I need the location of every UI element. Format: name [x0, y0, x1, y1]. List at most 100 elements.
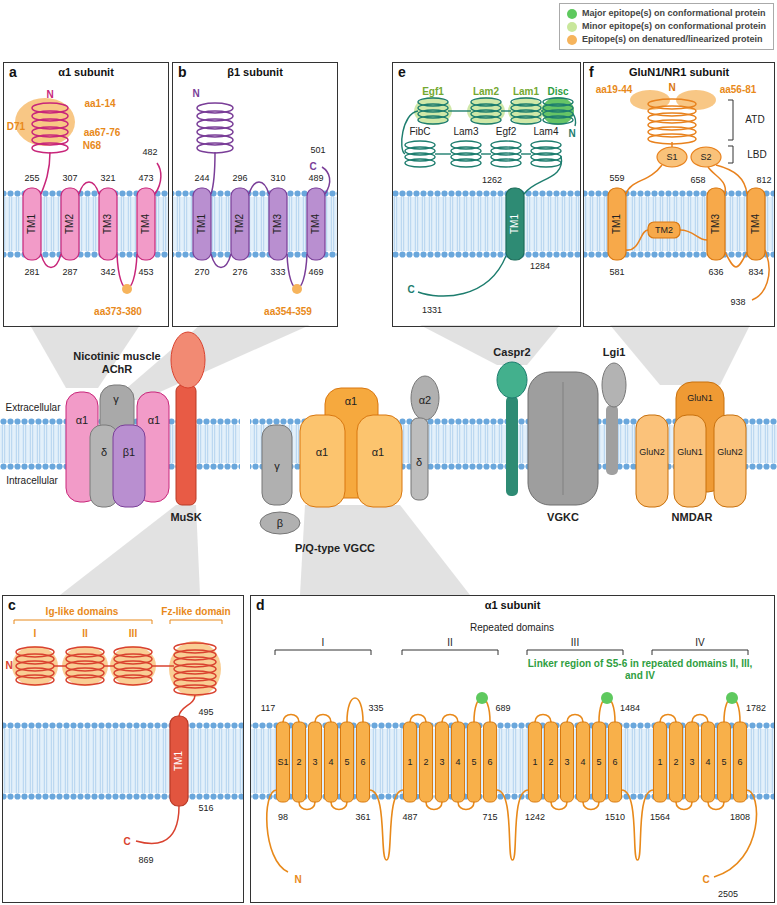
- part-label: C: [123, 836, 130, 848]
- panel-box: bβ1 subunit: [172, 62, 338, 327]
- part-label: 516: [198, 803, 213, 813]
- panel-title: β1 subunit: [173, 66, 337, 78]
- part-label: Ig-like domains: [46, 606, 119, 618]
- part-label: Intracellular: [6, 475, 58, 487]
- part-label: Lam3: [453, 126, 478, 138]
- legend-row: Major epitope(s) on conformational prote…: [567, 7, 766, 20]
- part-label: 244: [194, 173, 209, 183]
- part-label: 501: [310, 145, 325, 155]
- part-label: Extracellular: [5, 402, 60, 414]
- part-label: 1510: [605, 812, 625, 822]
- part-label: 98: [278, 812, 288, 822]
- part-label: Linker region of S5-6 in repeated domain…: [520, 658, 760, 681]
- part-label: 1242: [525, 812, 545, 822]
- part-label: Lam2: [473, 86, 499, 98]
- part-label: Repeated domains: [470, 622, 554, 634]
- part-label: 335: [368, 703, 383, 713]
- part-label: P/Q-type VGCC: [295, 542, 375, 555]
- part-label: 689: [495, 703, 510, 713]
- part-label: 5: [344, 757, 349, 767]
- part-label: N: [192, 88, 199, 100]
- part-label: 1484: [620, 703, 640, 713]
- part-label: γ: [113, 393, 119, 406]
- part-label: α1: [345, 395, 357, 408]
- part-label: 333: [270, 267, 285, 277]
- part-label: 307: [62, 173, 77, 183]
- legend-box: Major epitope(s) on conformational prote…: [559, 3, 774, 50]
- part-label: I: [34, 628, 37, 640]
- legend-row: Epitope(s) on denatured/linearized prote…: [567, 33, 766, 46]
- part-label: 1: [657, 757, 662, 767]
- part-label: 581: [609, 267, 624, 277]
- part-label: 287: [62, 267, 77, 277]
- part-label: ATD: [745, 114, 764, 126]
- part-label: MuSK: [170, 511, 201, 524]
- part-label: 6: [487, 757, 492, 767]
- segment-label: TM4: [140, 214, 152, 234]
- segment-label: TM4: [310, 214, 322, 234]
- part-label: 270: [194, 267, 209, 277]
- part-label: 636: [708, 267, 723, 277]
- part-label: aa67-76: [84, 127, 121, 139]
- part-label: 1: [407, 757, 412, 767]
- part-label: 658: [690, 175, 705, 185]
- part-label: GluN1: [677, 447, 703, 457]
- part-label: 1331: [422, 305, 442, 315]
- panel-title: α1 subunit: [4, 66, 168, 78]
- part-label: S1: [277, 757, 288, 767]
- part-label: Nicotinic muscle AChR: [72, 350, 162, 375]
- segment-label: TM1: [611, 214, 623, 234]
- part-label: 3: [439, 757, 444, 767]
- part-label: 715: [482, 812, 497, 822]
- part-label: aa354-359: [264, 306, 312, 318]
- part-label: 1: [532, 757, 537, 767]
- part-label: N: [46, 89, 53, 101]
- part-label: 869: [138, 855, 153, 865]
- part-label: 361: [355, 812, 370, 822]
- part-label: I: [322, 637, 325, 649]
- part-label: 812: [756, 175, 771, 185]
- part-label: 487: [402, 812, 417, 822]
- panel-letter: a: [9, 64, 17, 80]
- segment-label: TM2: [234, 214, 246, 234]
- panel-letter: c: [8, 597, 16, 613]
- part-label: 1782: [746, 703, 766, 713]
- part-label: 255: [24, 173, 39, 183]
- part-label: N: [5, 660, 12, 672]
- part-label: 6: [737, 757, 742, 767]
- part-label: Lgi1: [603, 346, 626, 359]
- part-label: 4: [328, 757, 333, 767]
- part-label: α1: [76, 414, 88, 427]
- panel-box: e: [392, 62, 581, 327]
- part-label: α1: [148, 414, 160, 427]
- legend-swatch: [567, 22, 577, 32]
- panel-letter: d: [256, 597, 265, 613]
- part-label: Disc: [547, 86, 568, 98]
- part-label: 310: [270, 173, 285, 183]
- part-label: S2: [700, 152, 711, 162]
- part-label: aa56-81: [720, 84, 757, 96]
- part-label: 6: [612, 757, 617, 767]
- part-label: 4: [580, 757, 585, 767]
- part-label: 321: [100, 173, 115, 183]
- part-label: aa373-380: [94, 306, 142, 318]
- part-label: 2: [423, 757, 428, 767]
- part-label: 5: [721, 757, 726, 767]
- part-label: S1: [666, 152, 677, 162]
- part-label: NMDAR: [672, 511, 713, 524]
- part-label: 482: [142, 147, 157, 157]
- part-label: C: [702, 874, 709, 886]
- part-label: β1: [123, 446, 135, 459]
- part-label: D71: [7, 121, 25, 133]
- part-label: 834: [748, 267, 763, 277]
- part-label: 342: [100, 267, 115, 277]
- panel-box: fGluN1/NR1 subunit: [583, 62, 775, 327]
- part-label: 559: [609, 173, 624, 183]
- part-label: 2: [673, 757, 678, 767]
- part-label: 469: [308, 267, 323, 277]
- segment-label: TM3: [272, 214, 284, 234]
- part-label: 1284: [530, 261, 550, 271]
- part-label: GluN1: [687, 393, 713, 403]
- part-label: 453: [138, 267, 153, 277]
- part-label: C: [407, 284, 414, 296]
